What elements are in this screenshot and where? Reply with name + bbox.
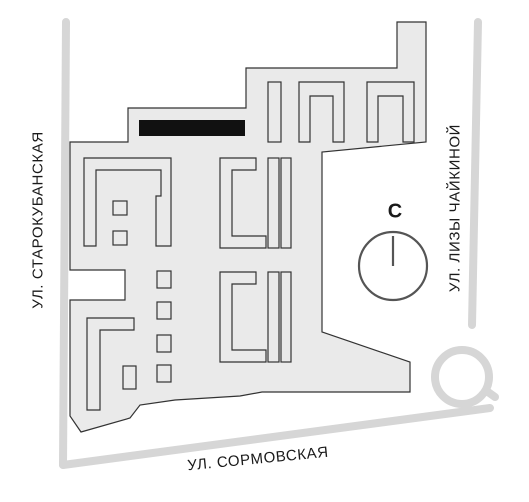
dark-building <box>139 120 245 136</box>
small-house-6 <box>156 334 172 353</box>
small-house-2 <box>112 230 128 246</box>
tower-gate-1 <box>298 81 345 143</box>
parking-marker-letter: С <box>387 200 403 223</box>
block-central-upper <box>219 157 267 249</box>
block-central-lower <box>219 271 267 363</box>
roads <box>59 18 499 469</box>
tower-narrow <box>267 81 282 143</box>
small-house-3 <box>122 365 137 390</box>
block-central-upper-bar-1 <box>267 157 280 249</box>
block-central-upper-bar-2 <box>280 157 292 249</box>
roundabout <box>431 346 493 408</box>
buildings <box>83 81 415 411</box>
street-label-lizy-chaikinoy: УЛ. ЛИЗЫ ЧАЙКИНОЙ <box>446 123 464 293</box>
block-left-lower-corner <box>86 317 135 411</box>
block-central-lower-bar-2 <box>280 271 292 363</box>
parking-circle-marker <box>357 230 429 302</box>
road-sormovskaya <box>59 404 494 469</box>
tower-gate-2 <box>366 81 415 143</box>
small-house-5 <box>156 301 172 320</box>
block-left-upper-ring <box>83 157 172 247</box>
road-starokubanskaya <box>59 18 70 469</box>
small-house-7 <box>156 364 172 383</box>
street-label-starokubanskaya: УЛ. СТАРОКУБАНСКАЯ <box>29 131 47 309</box>
road-east-exit <box>484 388 499 401</box>
block-central-lower-bar-1 <box>267 271 280 363</box>
road-lizy-chaikinoy <box>468 18 482 329</box>
small-house-1 <box>112 200 128 216</box>
small-house-4 <box>156 270 172 289</box>
